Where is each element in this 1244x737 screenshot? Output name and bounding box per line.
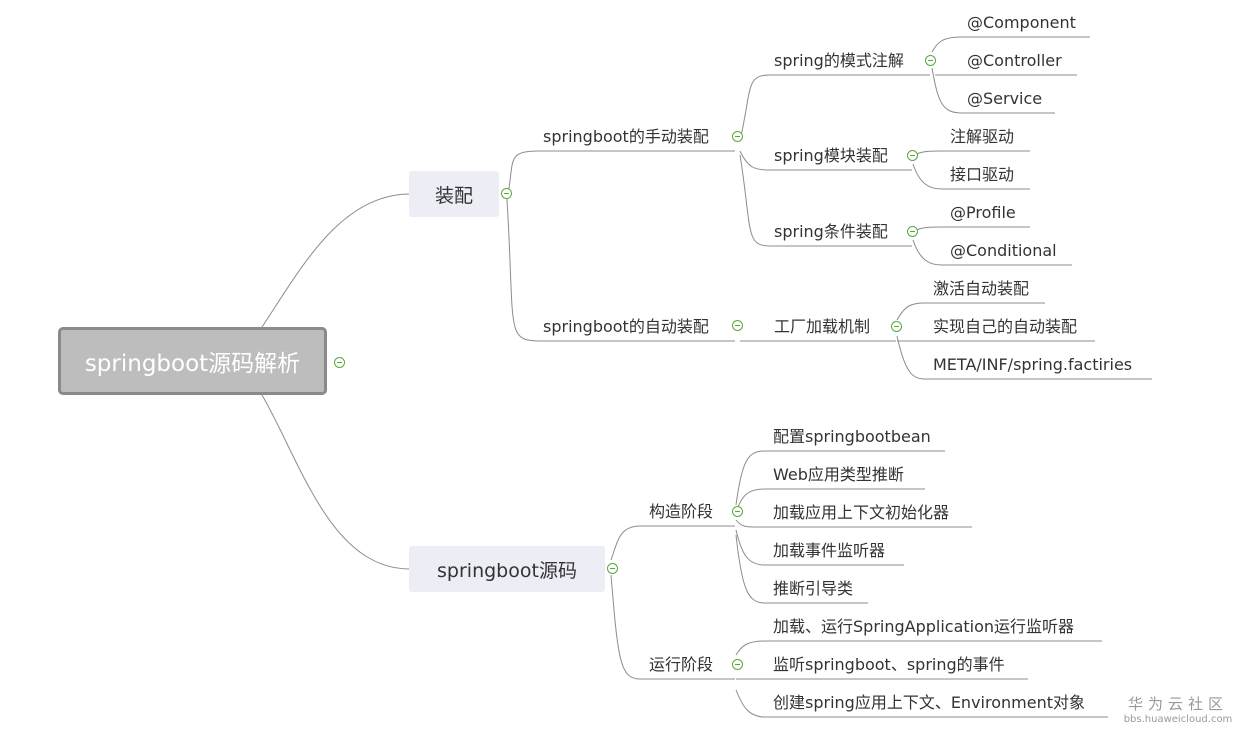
connector bbox=[912, 150, 1030, 157]
leaf-event-listeners[interactable]: 加载事件监听器 bbox=[773, 541, 886, 560]
connector bbox=[739, 154, 912, 247]
leaf-interface-driven[interactable]: 接口驱动 bbox=[950, 165, 1015, 184]
connector bbox=[896, 335, 1152, 380]
collapse-toggle-icon[interactable] bbox=[607, 563, 618, 574]
collapse-toggle-icon[interactable] bbox=[907, 150, 918, 161]
collapse-toggle-icon[interactable] bbox=[732, 131, 743, 142]
node-construction-phase[interactable]: 构造阶段 bbox=[649, 502, 714, 521]
root-topic[interactable]: springboot源码解析 bbox=[58, 327, 327, 395]
connector bbox=[735, 450, 945, 506]
node-conditional-assembly[interactable]: spring条件装配 bbox=[774, 222, 888, 241]
leaf-profile[interactable]: @Profile bbox=[950, 203, 1016, 222]
topic-springboot-source[interactable]: springboot源码 bbox=[409, 546, 605, 592]
connector bbox=[896, 302, 1045, 321]
root-label: springboot源码解析 bbox=[84, 351, 301, 377]
connector bbox=[735, 689, 1108, 718]
connector bbox=[735, 640, 1102, 656]
leaf-annotation-driven[interactable]: 注解驱动 bbox=[950, 127, 1015, 146]
leaf-component[interactable]: @Component bbox=[967, 13, 1076, 32]
leaf-listen-events[interactable]: 监听springboot、spring的事件 bbox=[773, 655, 1005, 674]
topic-label: 装配 bbox=[434, 184, 473, 207]
watermark-title: 华为云社区 bbox=[1127, 695, 1228, 713]
leaf-create-context[interactable]: 创建spring应用上下文、Environment对象 bbox=[773, 693, 1085, 712]
connector bbox=[261, 193, 411, 328]
node-run-phase[interactable]: 运行阶段 bbox=[649, 655, 714, 674]
connector bbox=[261, 394, 411, 570]
node-manual-assembly[interactable]: springboot的手动装配 bbox=[543, 127, 709, 146]
topic-assembly[interactable]: 装配 bbox=[409, 171, 499, 217]
leaf-configure-bean[interactable]: 配置springbootbean bbox=[773, 427, 931, 446]
leaf-service[interactable]: @Service bbox=[967, 89, 1043, 108]
connector bbox=[610, 525, 735, 561]
node-factory-loading[interactable]: 工厂加载机制 bbox=[774, 317, 871, 336]
connector bbox=[610, 574, 735, 680]
connector bbox=[739, 150, 912, 171]
collapse-toggle-icon[interactable] bbox=[334, 357, 345, 368]
connector bbox=[912, 163, 1030, 190]
topic-label: springboot源码 bbox=[437, 559, 577, 582]
leaf-activate-auto-assembly[interactable]: 激活自动装配 bbox=[933, 279, 1030, 298]
connector bbox=[735, 529, 904, 566]
node-module-assembly[interactable]: spring模块装配 bbox=[774, 146, 888, 165]
collapse-toggle-icon[interactable] bbox=[732, 659, 743, 670]
connector bbox=[931, 67, 1055, 114]
collapse-toggle-icon[interactable] bbox=[501, 188, 512, 199]
connector bbox=[912, 239, 1072, 266]
connector bbox=[735, 519, 972, 528]
leaf-main-class[interactable]: 推断引导类 bbox=[773, 579, 854, 598]
collapse-toggle-icon[interactable] bbox=[732, 506, 743, 517]
leaf-context-initializers[interactable]: 加载应用上下文初始化器 bbox=[773, 503, 950, 522]
connector bbox=[739, 74, 930, 141]
node-stereotype-annotations[interactable]: spring的模式注解 bbox=[774, 51, 904, 70]
connector bbox=[506, 199, 735, 342]
node-auto-assembly[interactable]: springboot的自动装配 bbox=[543, 317, 709, 336]
connector bbox=[735, 534, 868, 604]
connector bbox=[931, 36, 1090, 53]
watermark-url: bbs.huaweicloud.com bbox=[1123, 714, 1233, 725]
connector bbox=[506, 150, 735, 201]
connector bbox=[912, 226, 1030, 233]
collapse-toggle-icon[interactable] bbox=[732, 320, 743, 331]
leaf-controller[interactable]: @Controller bbox=[967, 51, 1062, 70]
leaf-spring-factories[interactable]: META/INF/spring.factiries bbox=[933, 355, 1133, 374]
collapse-toggle-icon[interactable] bbox=[925, 55, 936, 66]
watermark: 华为云社区 bbs.huaweicloud.com bbox=[1122, 694, 1234, 726]
leaf-conditional[interactable]: @Conditional bbox=[950, 241, 1057, 260]
collapse-toggle-icon[interactable] bbox=[907, 226, 918, 237]
collapse-toggle-icon[interactable] bbox=[891, 321, 902, 332]
leaf-web-app-type[interactable]: Web应用类型推断 bbox=[773, 465, 904, 484]
leaf-custom-auto-assembly[interactable]: 实现自己的自动装配 bbox=[933, 317, 1078, 336]
leaf-run-listeners[interactable]: 加载、运行SpringApplication运行监听器 bbox=[773, 617, 1075, 636]
